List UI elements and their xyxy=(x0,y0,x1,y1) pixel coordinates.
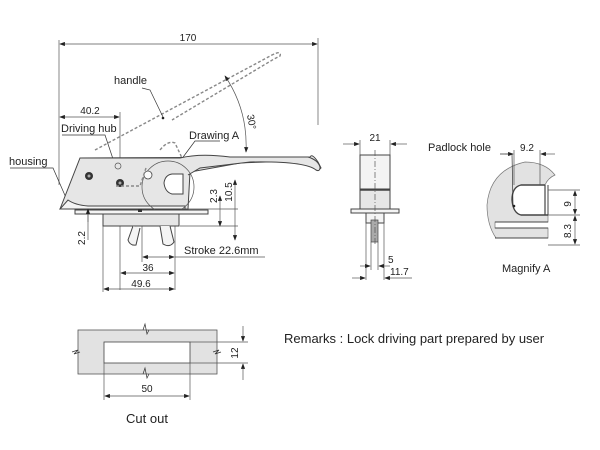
label-handle: handle xyxy=(114,75,147,87)
label-housing: housing xyxy=(9,156,48,168)
label-drawing-a: Drawing A xyxy=(189,130,240,142)
housing-lip xyxy=(58,199,186,210)
front-view: 170 30° handle 40.2 Driving hub Drawing … xyxy=(9,33,322,292)
padlock-hole xyxy=(163,173,184,195)
hub-link xyxy=(116,167,147,187)
pin-hole xyxy=(143,170,153,180)
dim-50: 50 xyxy=(141,384,153,395)
side-shaft xyxy=(370,219,379,243)
dim-10-5: 10.5 xyxy=(224,182,235,202)
padlock-hole-detail xyxy=(511,184,548,216)
cutout-hole xyxy=(103,341,191,364)
leader-handle xyxy=(141,87,164,118)
break-mark xyxy=(142,366,150,380)
dim-9: 9 xyxy=(563,201,574,207)
remarks: Remarks : Lock driving part prepared by … xyxy=(284,331,545,346)
dim-9-2: 9.2 xyxy=(520,143,534,154)
mount-block xyxy=(102,213,180,227)
dim-2-3: 2.3 xyxy=(209,189,220,203)
dim-12: 12 xyxy=(230,347,241,359)
hub-pin xyxy=(114,162,122,170)
label-cut-out: Cut out xyxy=(126,411,168,426)
lever xyxy=(80,154,321,176)
dim-2-2: 2.2 xyxy=(77,231,88,245)
dim-40-2: 40.2 xyxy=(80,106,100,117)
dim-11-7: 11.7 xyxy=(390,267,409,278)
label-stroke: Stroke 22.6mm xyxy=(184,245,259,257)
magnify-a-view: Padlock hole 9.2 9 8.3 Magnify A xyxy=(428,142,580,275)
dim-49-6: 49.6 xyxy=(131,279,151,290)
dim-8-3: 8.3 xyxy=(563,224,574,238)
dim-36: 36 xyxy=(142,263,154,274)
break-mark xyxy=(71,349,81,355)
dim-21: 21 xyxy=(369,133,381,144)
break-mark xyxy=(142,322,150,336)
label-magnify-a: Magnify A xyxy=(502,263,551,275)
wing-left xyxy=(127,225,141,246)
open-handle-tab xyxy=(159,141,183,159)
dim-5: 5 xyxy=(388,255,394,266)
break-mark xyxy=(212,349,222,355)
wing-right xyxy=(159,225,175,247)
open-handle-outline xyxy=(94,52,282,151)
label-driving-hub: Driving hub xyxy=(61,123,117,135)
dim-170: 170 xyxy=(180,33,197,44)
dim-angle: 30° xyxy=(244,114,257,131)
side-view: 21 5 11.7 xyxy=(343,133,412,281)
leader-housing xyxy=(10,167,68,201)
label-padlock-hole: Padlock hole xyxy=(428,142,491,154)
angle-arc xyxy=(224,75,249,153)
cutout-view: 50 12 Cut out xyxy=(71,322,248,426)
